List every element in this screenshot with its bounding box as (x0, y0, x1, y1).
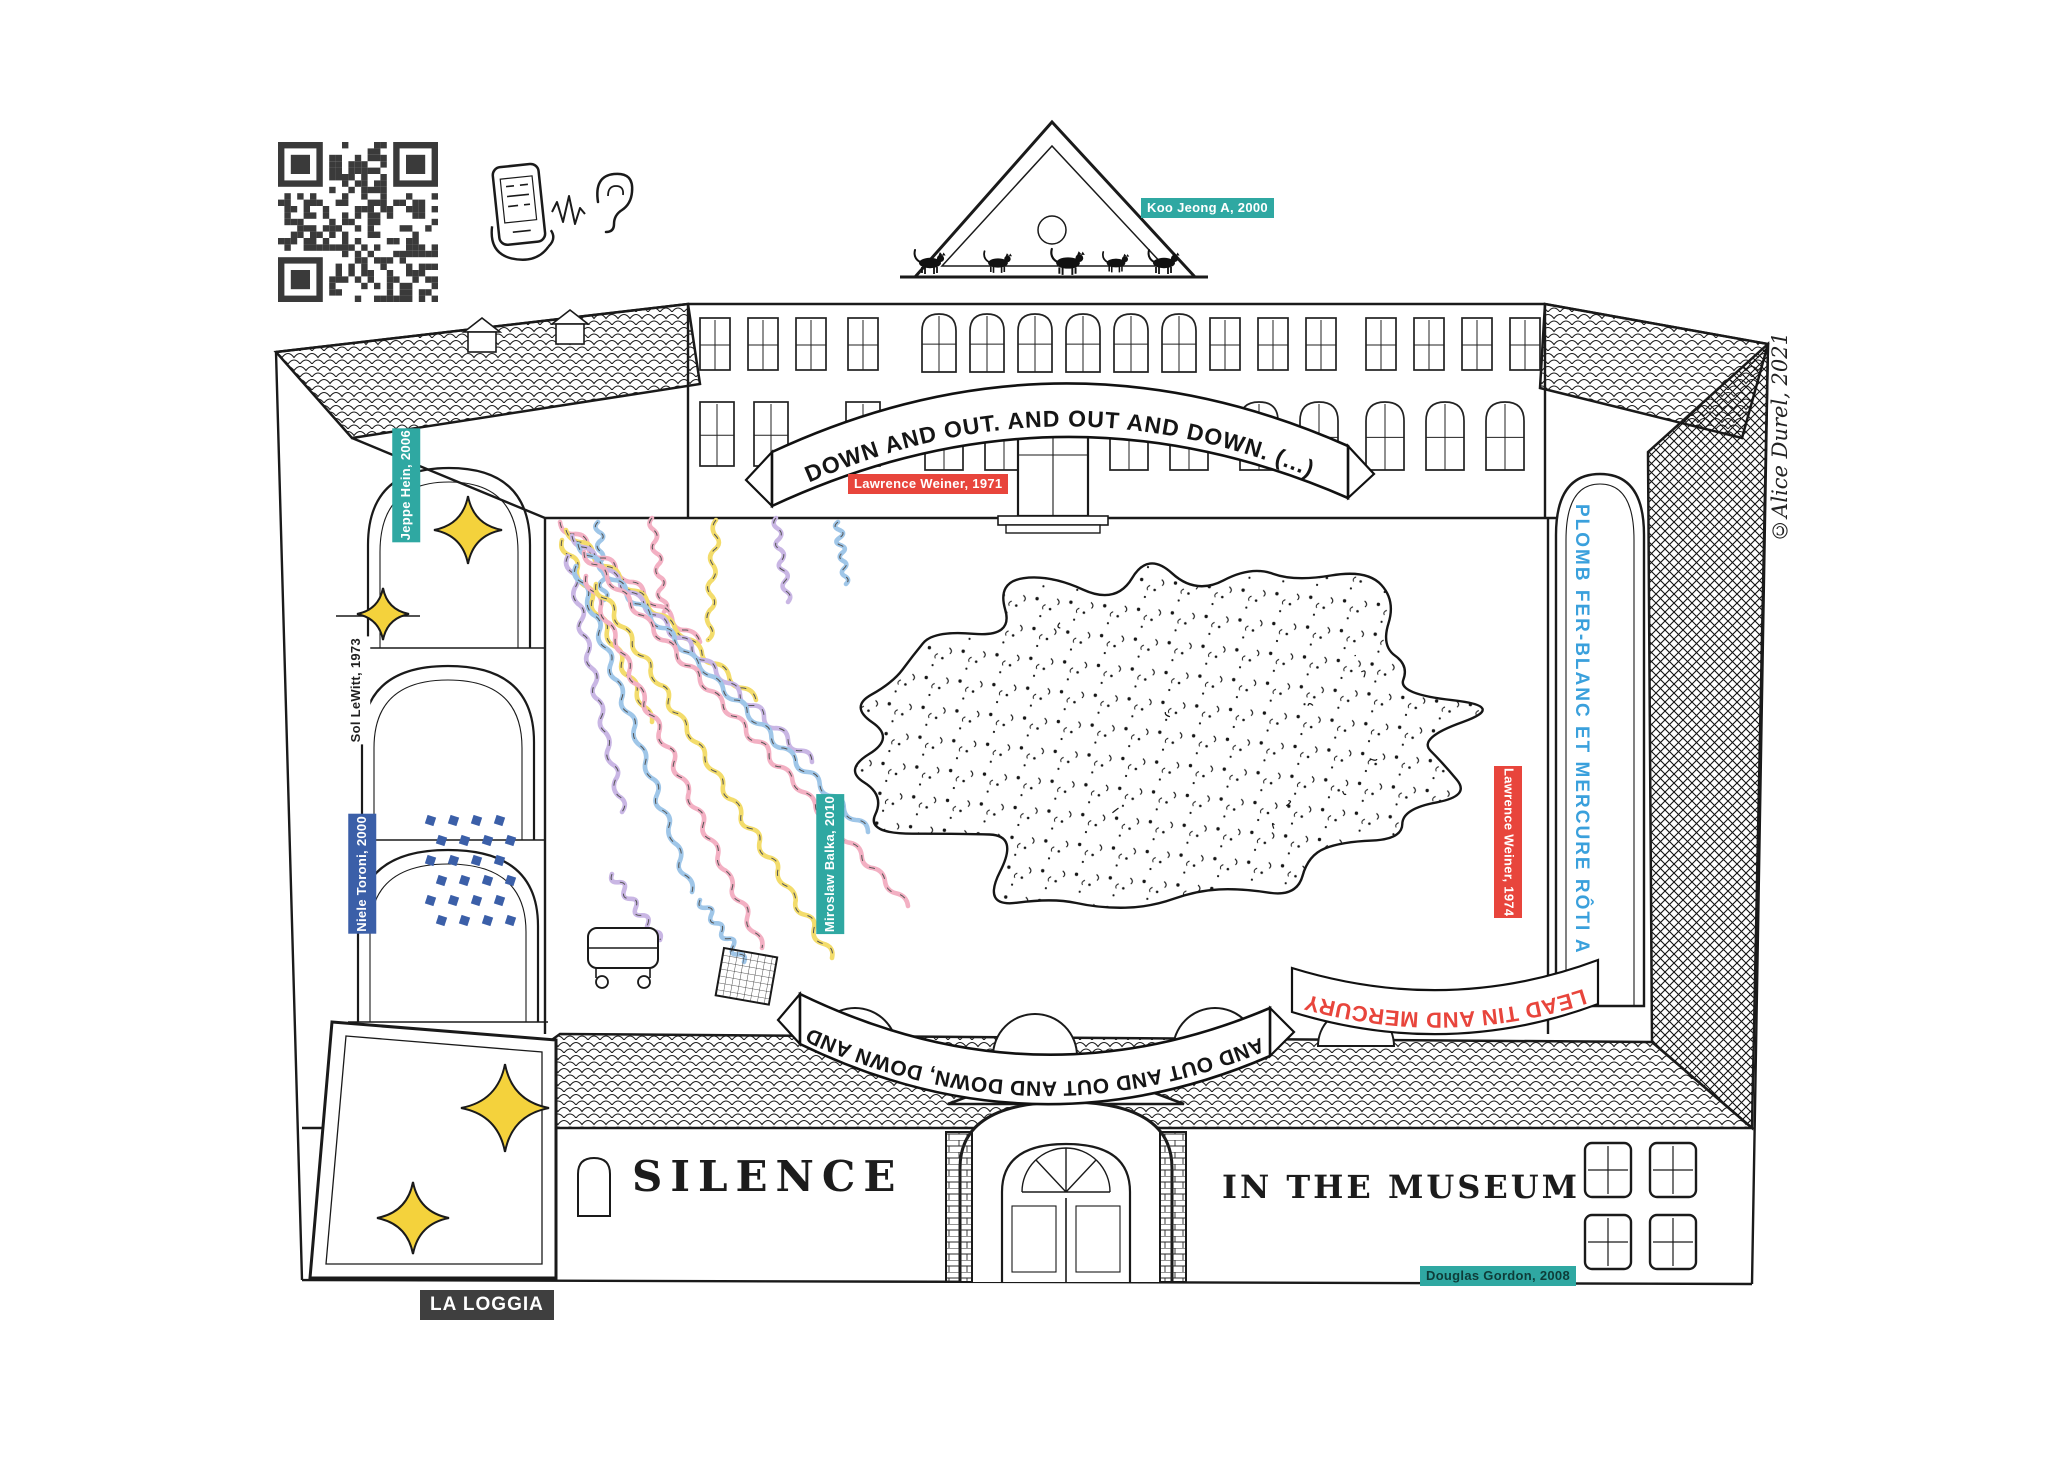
qr-code (278, 142, 438, 302)
ear-icon (596, 172, 634, 234)
toroni-dots (424, 814, 517, 927)
grate (714, 946, 779, 1006)
artist-signature: ©Alice Durel, 2021 (1768, 332, 1792, 542)
roof-dormers (461, 308, 591, 353)
streamers (557, 515, 911, 965)
right-wall-panel (1554, 472, 1646, 1008)
loggia-ceiling-panel (308, 1020, 558, 1280)
tree-canopy (853, 562, 1484, 909)
cart (587, 927, 659, 989)
label-niele-toroni: Niele Toroni, 2000 (348, 814, 377, 934)
facade-text-silence: SILENCE (632, 1152, 904, 1201)
label-lawrence-weiner-1974: Lawrence Weiner, 1974 (1494, 766, 1523, 919)
sound-wave-icon (551, 195, 586, 225)
wall-text-plomb: PLOMB FER-BLANC ET MERCURE RÔTI A (1571, 504, 1592, 955)
label-douglas-gordon: Douglas Gordon, 2008 (1420, 1266, 1576, 1287)
left-wall-niches (336, 466, 548, 1023)
rooftop-animal-silhouettes (913, 247, 1180, 275)
facade-text-in-the-museum: IN THE MUSEUM (1222, 1168, 1581, 1206)
phone-icon (490, 162, 555, 261)
sparkle-icons (356, 495, 550, 1255)
roof-bands (273, 302, 1770, 1131)
lead-tin-ribbon: LEAD TIN AND MERCURY (1290, 958, 1600, 1036)
label-lawrence-weiner-1971: Lawrence Weiner, 1971 (848, 474, 1009, 495)
label-miroslaw-balka: Miroslaw Balka, 2010 (816, 794, 845, 935)
bottom-facade-windows (577, 1141, 1698, 1271)
label-la-loggia: LA LOGGIA (420, 1290, 554, 1320)
label-koo-jeong-a: Koo Jeong A, 2000 (1141, 198, 1274, 219)
label-jeppe-hein: Jeppe Hein, 2006 (392, 428, 421, 543)
pediment (900, 119, 1208, 279)
courtyard-objects (587, 927, 779, 1006)
label-sol-lewitt: Sol LeWitt, 1973 (342, 636, 371, 745)
